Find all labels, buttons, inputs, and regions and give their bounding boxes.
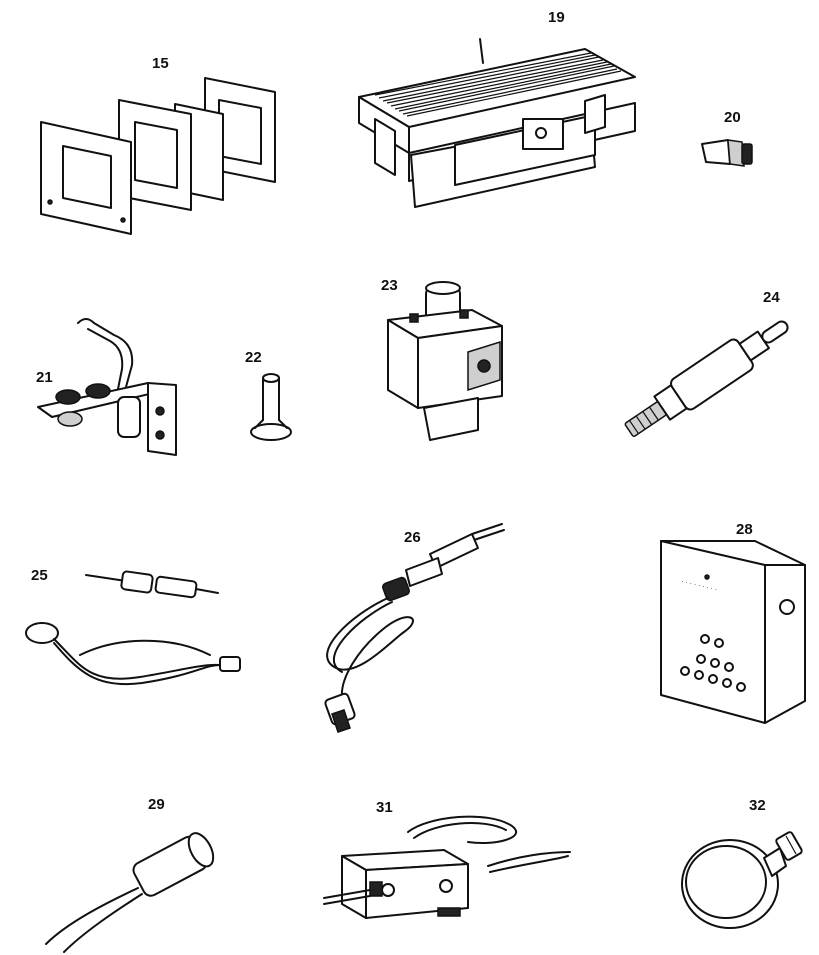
- part-21-pilot-bracket: [37, 318, 177, 456]
- label-19: 19: [548, 9, 565, 26]
- label-22: 22: [245, 349, 262, 366]
- part-31-thermostat: [323, 815, 571, 919]
- label-23: 23: [381, 277, 398, 294]
- part-25-ignition-lead: [25, 570, 241, 686]
- part-20-injector: [701, 139, 753, 167]
- label-21: 21: [36, 369, 53, 386]
- label-25: 25: [31, 567, 48, 584]
- part-19-burner-assembly: [358, 38, 636, 208]
- part-32-control-knob: [681, 831, 803, 929]
- part-23-gas-valve: [387, 281, 503, 441]
- part-28-control-box: · · · · · · · · ·: [660, 540, 806, 724]
- part-22-pilot-injector: [250, 373, 292, 441]
- part-15-gasket-set: [40, 77, 276, 235]
- label-31: 31: [376, 799, 393, 816]
- label-26: 26: [404, 529, 421, 546]
- label-15: 15: [152, 55, 169, 72]
- label-28: 28: [736, 521, 753, 538]
- label-32: 32: [749, 797, 766, 814]
- part-24-igniter: [624, 320, 789, 438]
- label-24: 24: [763, 289, 780, 306]
- label-20: 20: [724, 109, 741, 126]
- label-29: 29: [148, 796, 165, 813]
- part-26-thermocouple: [324, 523, 505, 733]
- part-29-sensor: [45, 832, 215, 953]
